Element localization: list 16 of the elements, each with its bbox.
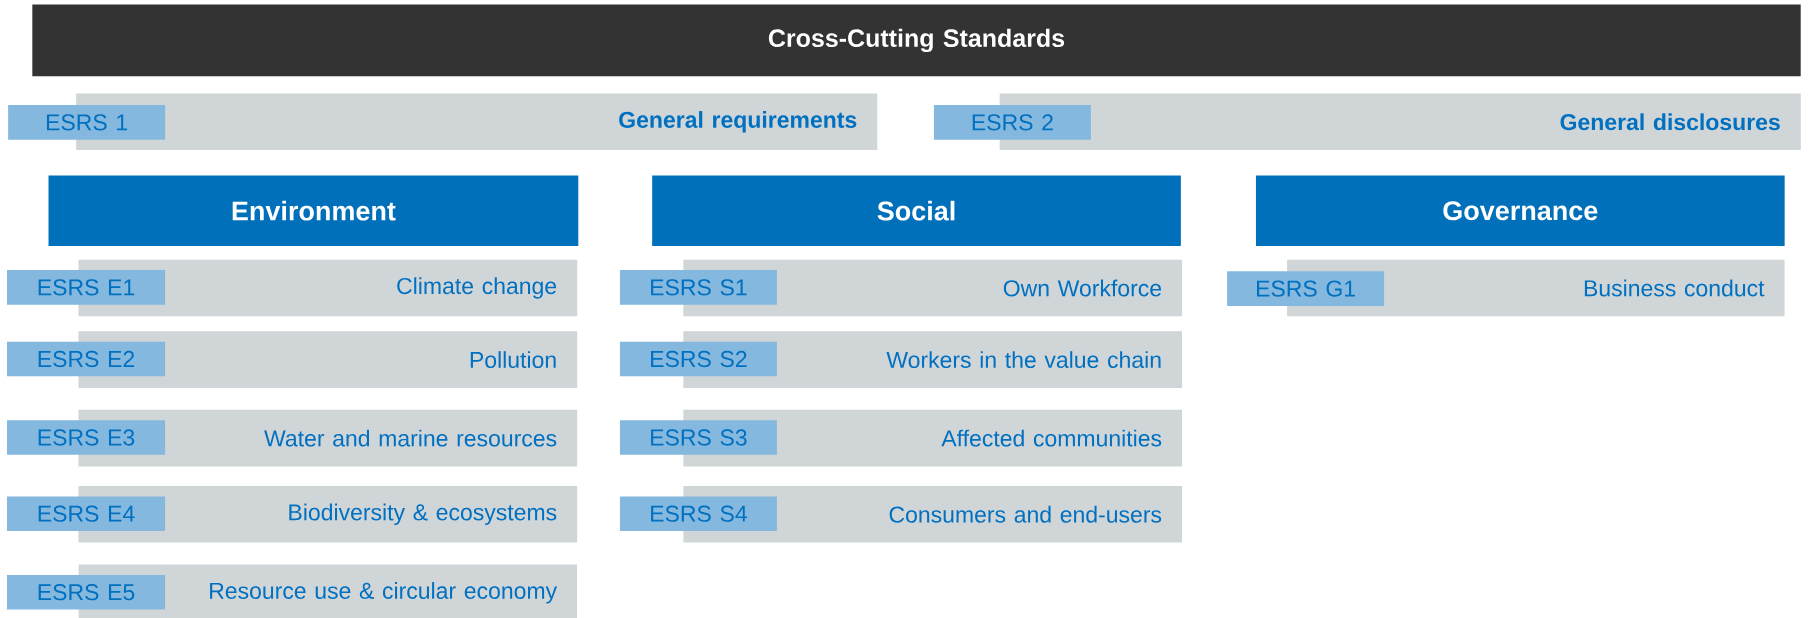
category-header: Social [652, 175, 1181, 246]
code-tag: ESRS 1 [8, 105, 166, 140]
code-tag: ESRS G1 [1227, 271, 1385, 306]
code-tag: ESRS S4 [619, 496, 777, 531]
code-tag: ESRS E3 [6, 420, 166, 455]
code-tag: ESRS E1 [6, 270, 166, 305]
code-tag: ESRS E4 [6, 496, 166, 531]
code-tag: ESRS 2 [933, 105, 1091, 140]
code-tag: ESRS S2 [619, 341, 777, 377]
code-tag: ESRS S3 [619, 420, 777, 455]
code-tag: ESRS E2 [6, 341, 166, 377]
header-bar: Cross-Cutting Standards [32, 4, 1801, 77]
category-header: Environment [48, 175, 579, 246]
code-tag: ESRS E5 [6, 574, 166, 610]
category-header: Governance [1255, 175, 1785, 246]
code-tag: ESRS S1 [619, 270, 777, 305]
